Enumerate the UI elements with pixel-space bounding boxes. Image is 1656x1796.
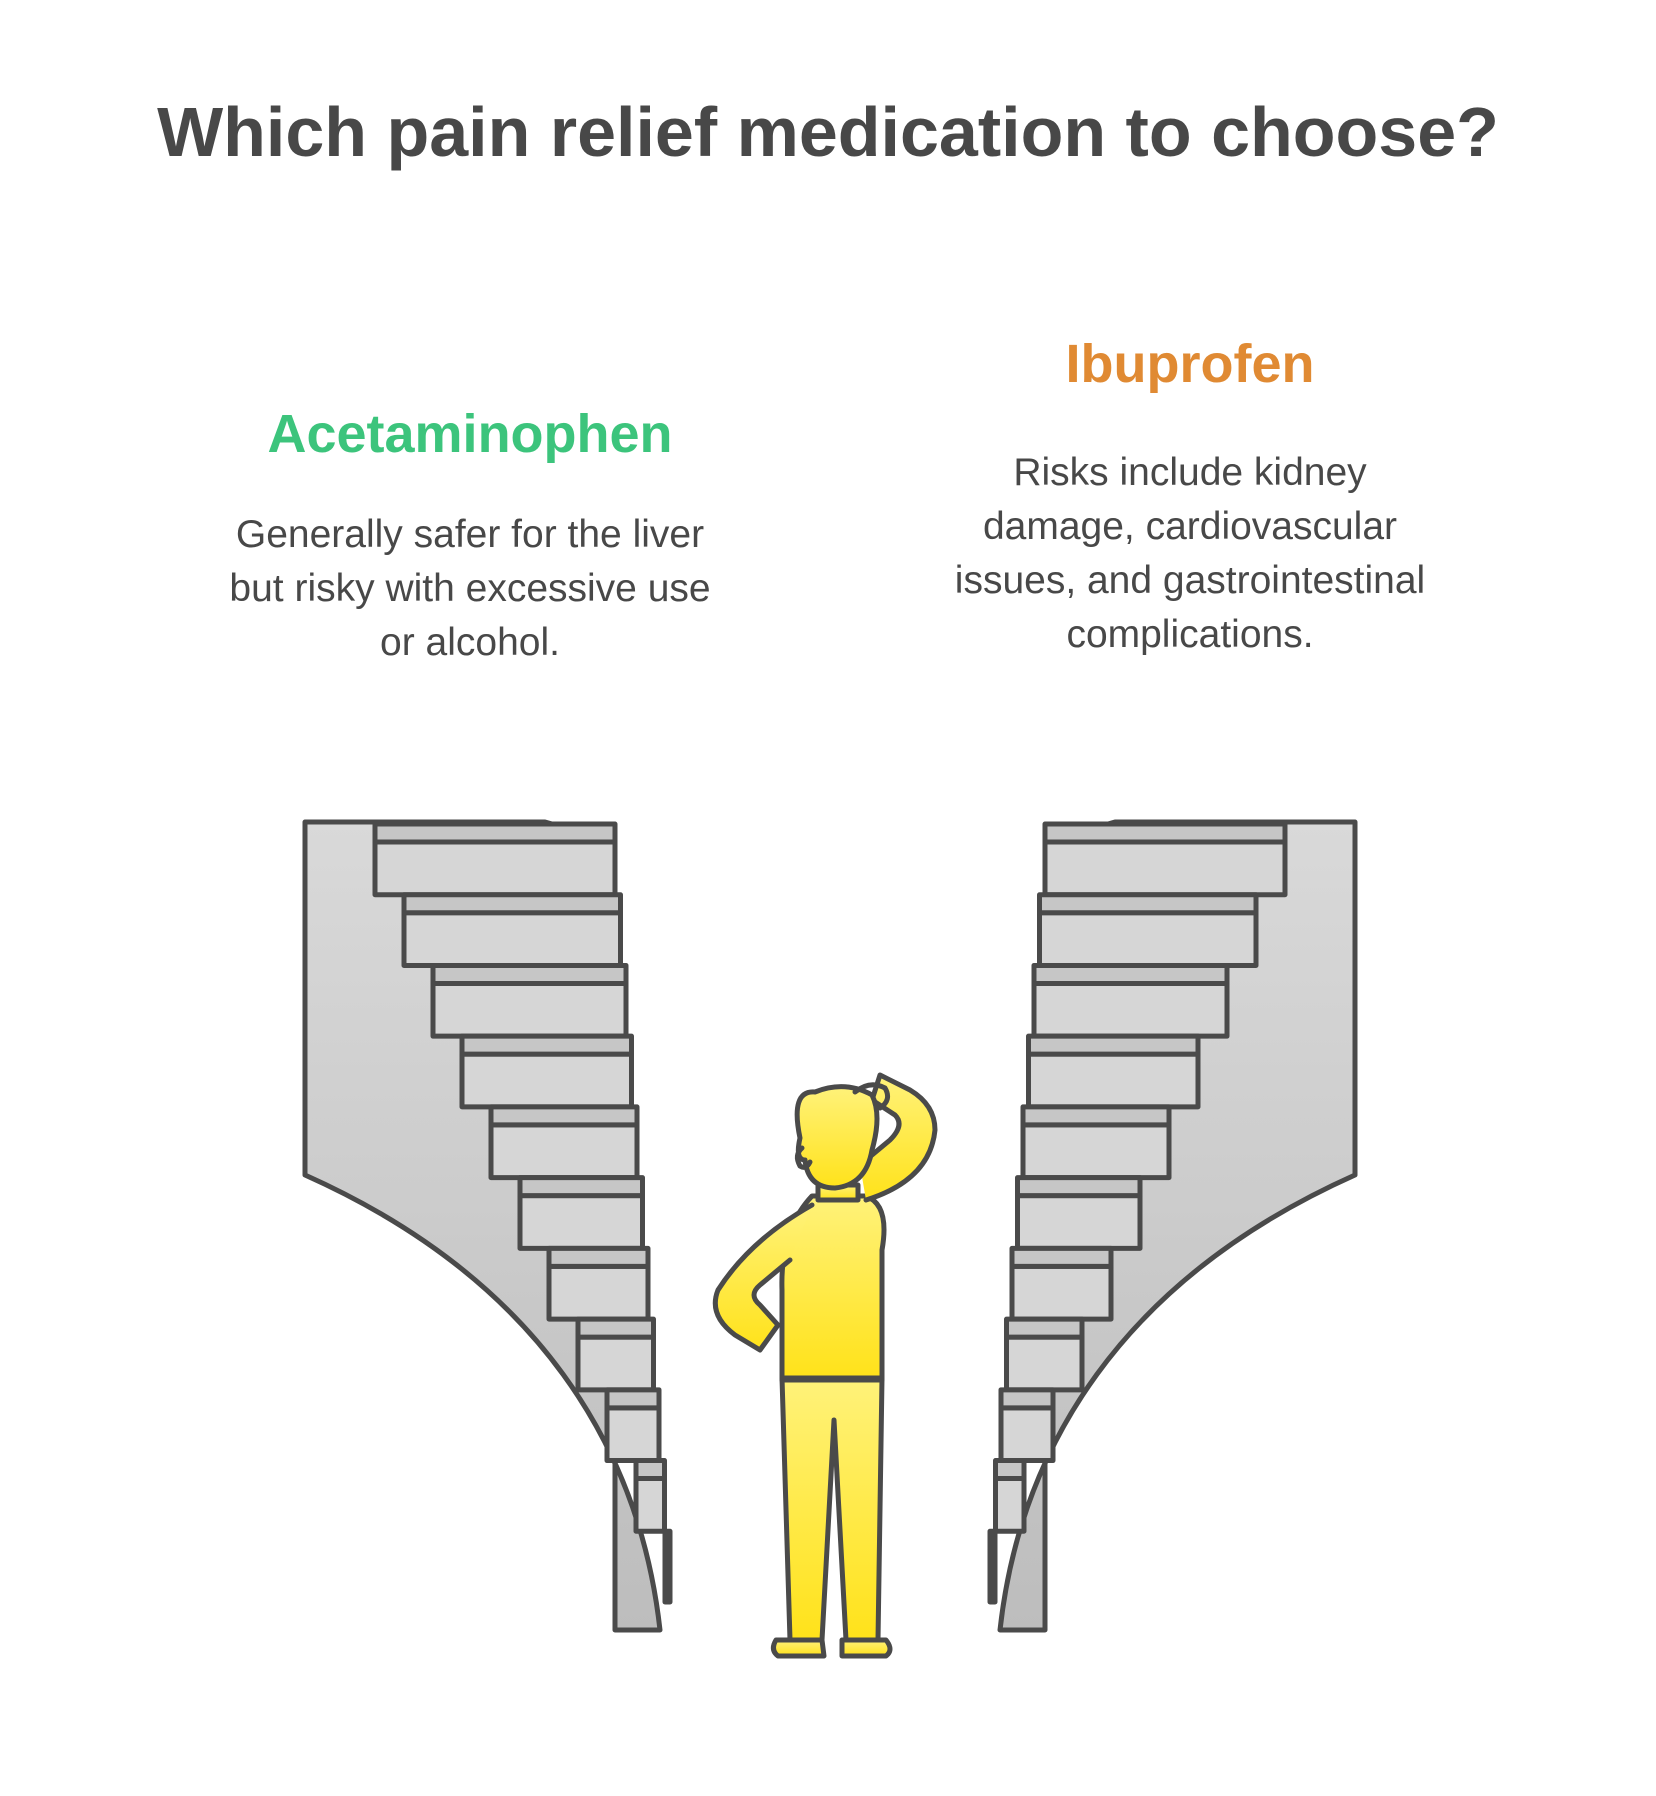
left-stair-step (401, 910, 623, 968)
left-stair-step (372, 839, 618, 898)
left-stair-tread (633, 1458, 667, 1482)
right-stair-tread (998, 1387, 1056, 1411)
left-stair-steps (372, 821, 673, 1605)
option-description-ibuprofen: Risks include kidney damage, cardiovascu… (954, 451, 1426, 656)
right-stair-step (993, 1476, 1027, 1534)
confused-person-icon (712, 1072, 938, 1659)
right-stair-tread (1026, 1033, 1201, 1057)
left-stair-step (459, 1051, 634, 1110)
right-stair-step (1042, 839, 1288, 898)
left-stair-tread (546, 1245, 651, 1269)
right-stair-step (1009, 1263, 1114, 1322)
left-stair-tread (430, 962, 629, 986)
left-stair-tread (488, 1104, 640, 1128)
left-stair-tread (517, 1175, 645, 1199)
right-stair-tread (1037, 892, 1259, 916)
right-stair-tread (1004, 1316, 1085, 1340)
right-stair-step (1015, 1193, 1143, 1251)
left-stair-step (604, 1405, 662, 1464)
left-stair-tread (604, 1387, 662, 1411)
right-stair-tread (1020, 1104, 1172, 1128)
right-stair-tread (1009, 1245, 1114, 1269)
left-stair-tread (401, 892, 623, 916)
right-stair-step (1026, 1051, 1201, 1110)
left-stair-tread (662, 1528, 673, 1552)
left-stair-step (488, 1122, 640, 1181)
left-stair-tread (575, 1316, 656, 1340)
option-heading-ibuprofen: Ibuprofen (1065, 334, 1315, 394)
right-stair-tread (987, 1528, 998, 1552)
right-stair-step (1020, 1122, 1172, 1181)
right-stair-tread (1042, 821, 1288, 845)
option-description-acetaminophen: Generally safer for the liver but risky … (229, 513, 711, 664)
right-stair-step (1004, 1334, 1085, 1393)
right-stair-step (987, 1546, 998, 1605)
left-stair-step (546, 1263, 651, 1322)
right-stair-step (1037, 910, 1259, 968)
left-stair-step (430, 980, 629, 1039)
left-stair-step (662, 1546, 673, 1605)
left-stair-tread (372, 821, 618, 845)
left-stair-step (633, 1476, 667, 1534)
left-stair-step (517, 1193, 645, 1251)
right-stair-tread (1031, 962, 1230, 986)
left-staircase-icon (302, 819, 673, 1633)
right-stair-step (1031, 980, 1230, 1039)
option-heading-acetaminophen: Acetaminophen (267, 404, 673, 464)
right-staircase-icon (987, 819, 1358, 1633)
page-title: Which pain relief medication to choose? (157, 93, 1499, 171)
right-stair-step (998, 1405, 1056, 1464)
right-stair-steps (987, 821, 1288, 1605)
left-stair-step (575, 1334, 656, 1393)
right-stair-tread (1015, 1175, 1143, 1199)
right-stair-tread (993, 1458, 1027, 1482)
left-stair-tread (459, 1033, 634, 1057)
